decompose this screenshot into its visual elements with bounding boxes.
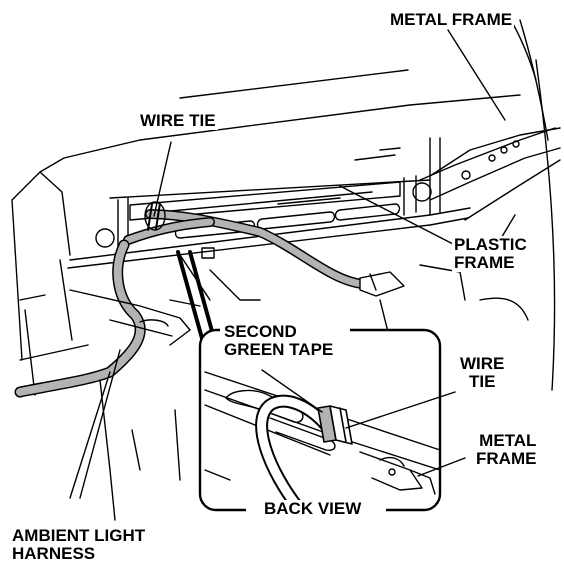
label-ambient-light-harness: AMBIENT LIGHT HARNESS: [10, 527, 147, 563]
label-metal-frame-inset-line2: FRAME: [476, 449, 537, 468]
plastic-frame: [67, 137, 471, 269]
label-wire-tie-inset-line1: WIRE: [460, 354, 505, 373]
label-second-green-tape-line1: SECOND: [224, 322, 297, 341]
label-plastic-frame: PLASTIC FRAME: [452, 236, 529, 272]
label-plastic-frame-line1: PLASTIC: [454, 235, 527, 254]
label-second-green-tape-line2: GREEN TAPE: [224, 340, 334, 359]
label-plastic-frame-line2: FRAME: [454, 253, 515, 272]
label-back-view: BACK VIEW: [262, 499, 364, 518]
label-wire-tie-inset-line2: TIE: [468, 372, 496, 391]
label-second-green-tape: SECOND GREEN TAPE: [222, 322, 336, 359]
label-metal-frame-top: METAL FRAME: [388, 10, 515, 29]
label-metal-frame-inset-line1: METAL: [479, 431, 537, 450]
metal-frame-flange: [419, 127, 561, 201]
label-ambient-light-harness-line2: HARNESS: [12, 544, 96, 563]
label-ambient-light-harness-line1: AMBIENT LIGHT: [12, 526, 146, 545]
dashboard-outline: [11, 19, 561, 396]
main-harness: [14, 201, 405, 398]
label-wire-tie-inset: WIRE TIE: [458, 354, 507, 391]
label-metal-frame-inset: METAL FRAME: [474, 431, 539, 468]
label-wire-tie-top: WIRE TIE: [138, 111, 218, 130]
